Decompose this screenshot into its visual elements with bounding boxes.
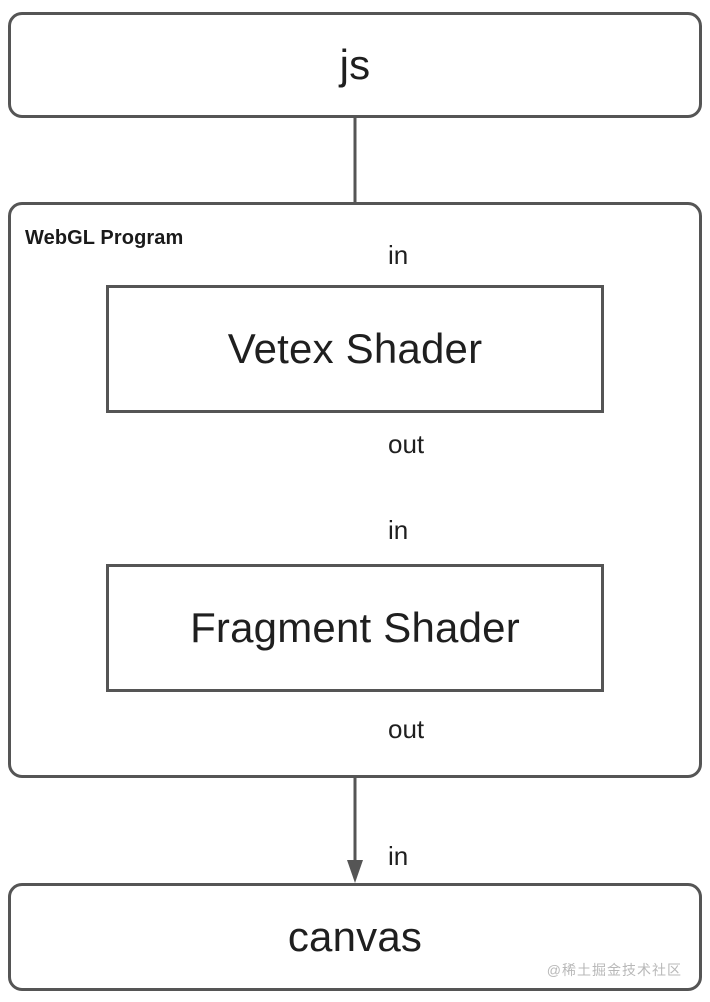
node-fragment-shader[interactable]: Fragment Shader: [106, 564, 604, 692]
node-js-label: js: [339, 41, 371, 88]
edge-label-vertex-out: out: [388, 429, 425, 459]
arrowhead-fragment-to-canvas: [347, 860, 363, 883]
node-canvas-label: canvas: [287, 913, 423, 960]
edge-label-fragment-in: in: [388, 515, 409, 545]
edge-label-js-to-vertex-in: in: [388, 240, 409, 270]
group-webgl-program-title: WebGL Program: [25, 227, 184, 249]
node-vertex-shader[interactable]: Vetex Shader: [106, 285, 604, 413]
node-canvas[interactable]: canvas: [8, 883, 702, 991]
edge-label-canvas-in: in: [388, 841, 409, 871]
node-fragment-shader-label: Fragment Shader: [190, 604, 520, 651]
watermark-text: @稀土掘金技术社区: [546, 962, 682, 978]
edge-label-fragment-out: out: [388, 714, 425, 744]
node-js[interactable]: js: [8, 12, 702, 118]
node-vertex-shader-label: Vetex Shader: [227, 325, 483, 372]
